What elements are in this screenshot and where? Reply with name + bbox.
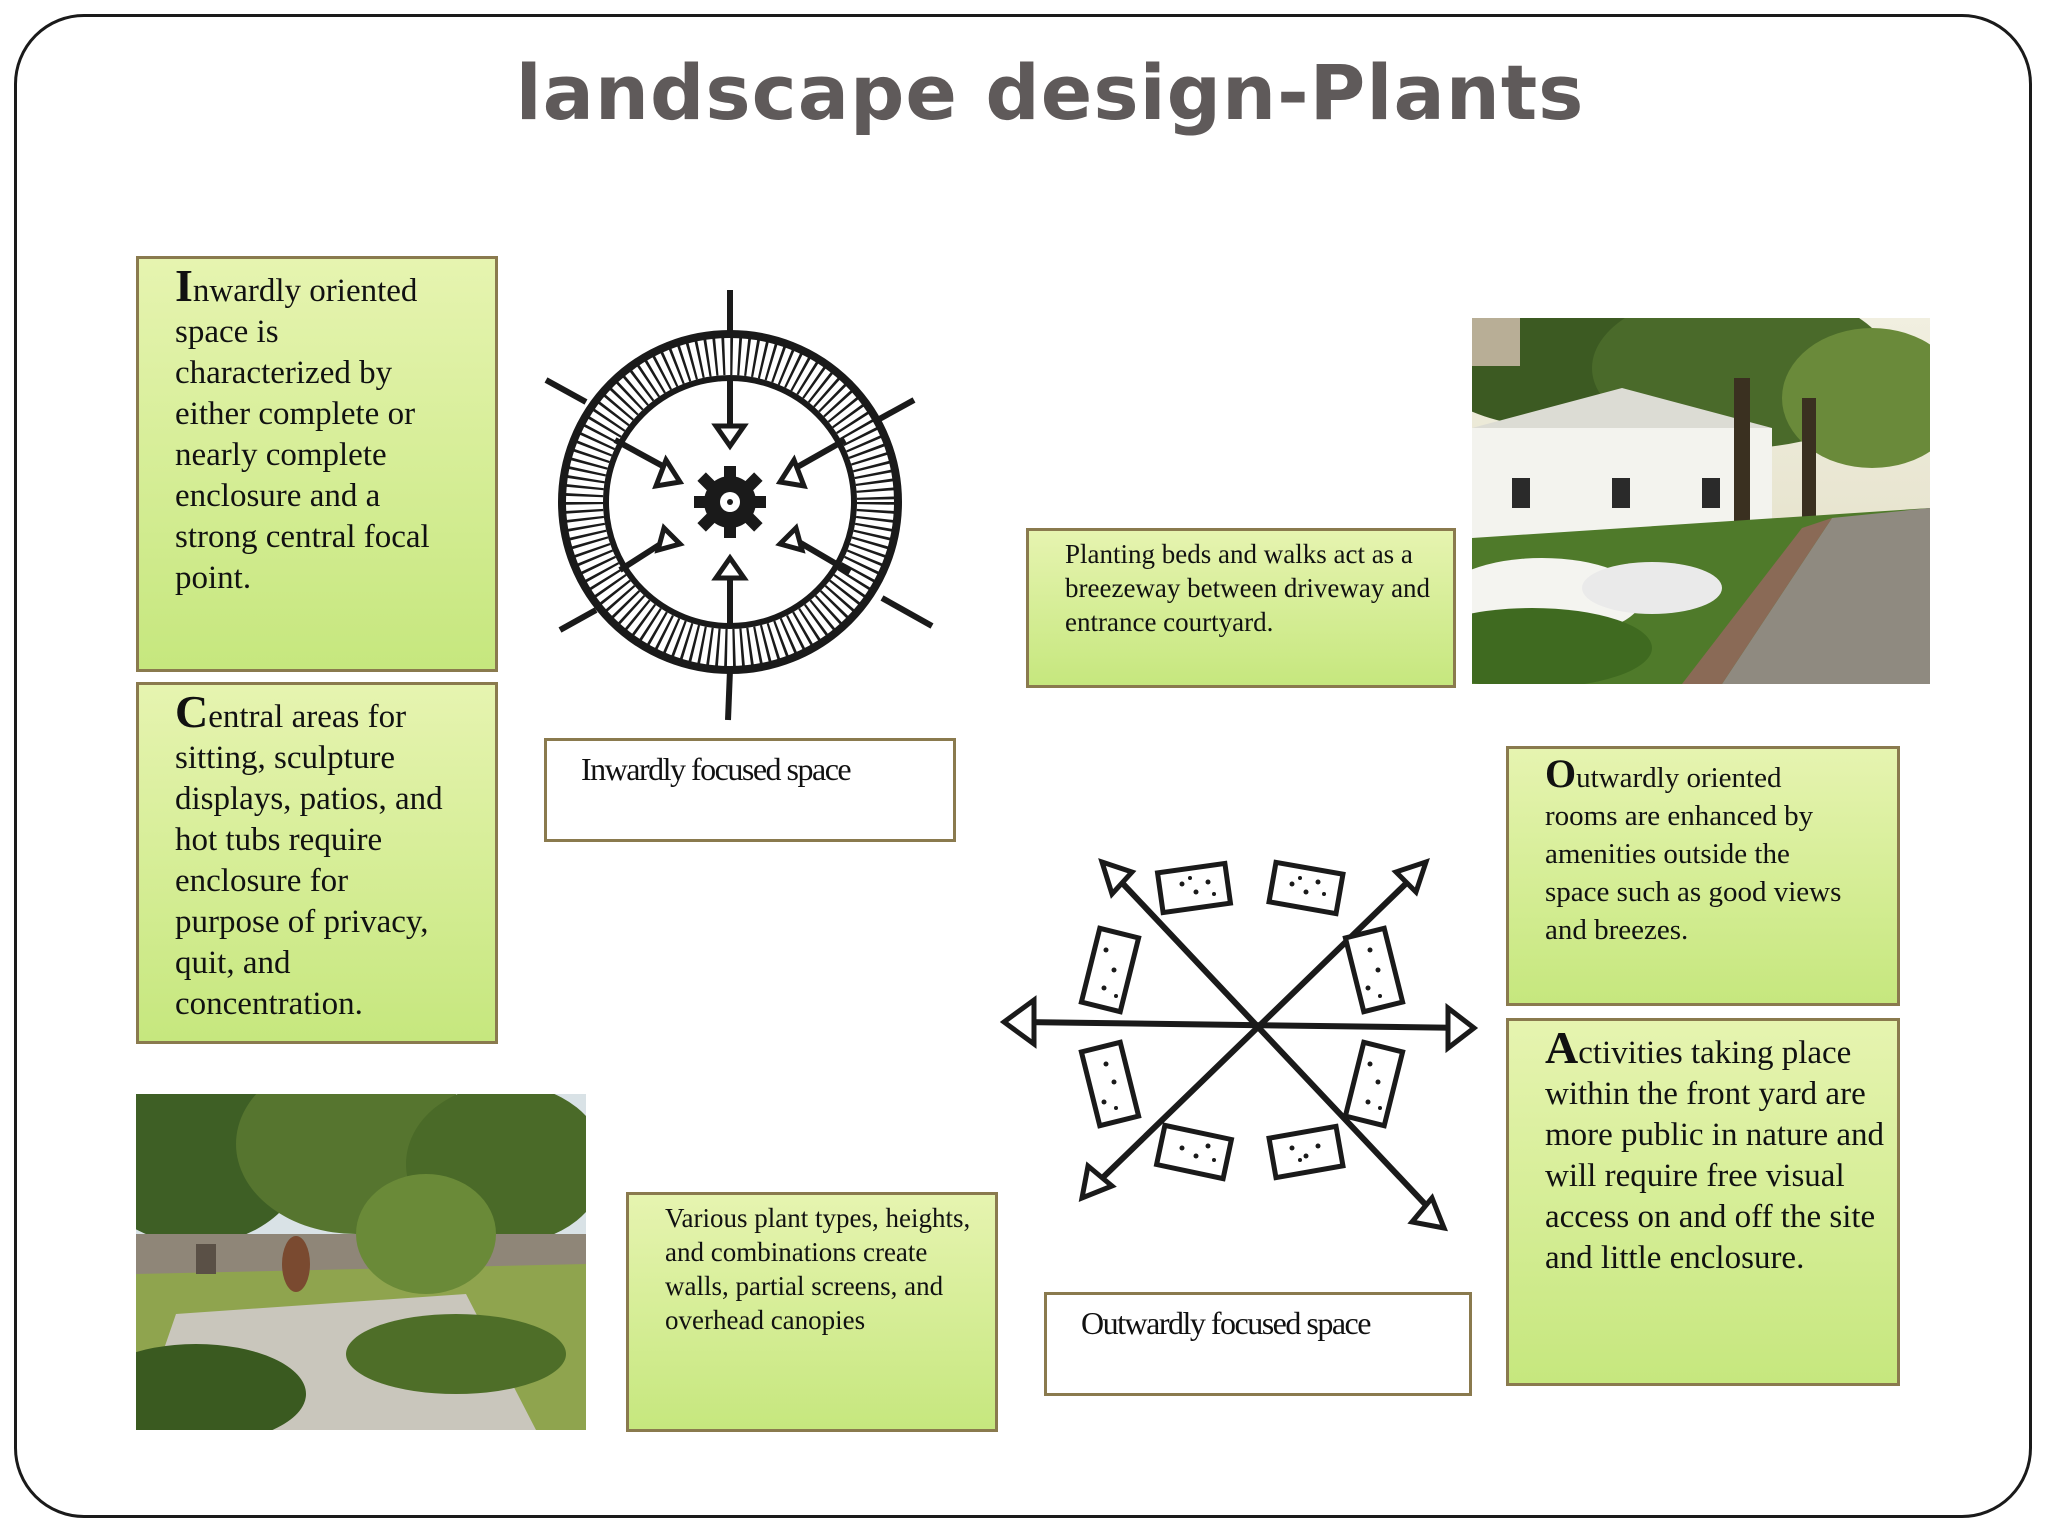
outward-caption-box: Outwardly focused space <box>1044 1292 1472 1396</box>
various-plants-box: Various plant types, heights, and combin… <box>626 1192 998 1432</box>
activities-dropcap: A <box>1545 1022 1579 1073</box>
garden-house-driveway-photo <box>1472 318 1930 684</box>
planting-beds-box: Planting beds and walks act as a breezew… <box>1026 528 1456 688</box>
central-dropcap: C <box>175 686 209 737</box>
outward-focus-diagram-icon <box>1000 858 1479 1232</box>
planting-beds-text: Planting beds and walks act as a breezew… <box>1065 539 1431 637</box>
outward-description-box: Outwardly oriented rooms are enhanced by… <box>1506 746 1900 1006</box>
backyard-patio-garden-photo <box>136 1094 586 1430</box>
inward-description-box: Inwardly oriented space is characterized… <box>136 256 498 672</box>
inward-caption-box: Inwardly focused space <box>544 738 956 842</box>
activities-text: ctivities taking place within the front … <box>1545 1035 1885 1276</box>
inward-description-text: nwardly oriented space is characterized … <box>175 273 430 596</box>
central-areas-box: Central areas for sitting, sculpture dis… <box>136 682 498 1044</box>
outward-caption-text: Outwardly focused space <box>1081 1305 1371 1341</box>
inward-dropcap: I <box>175 260 193 311</box>
slide-title: landscape design-Plants <box>515 48 1585 137</box>
outward-description-text: utwardly oriented rooms are enhanced by … <box>1545 762 1842 946</box>
inward-caption-text: Inwardly focused space <box>581 751 852 787</box>
central-areas-text: entral areas for sitting, sculpture disp… <box>175 699 443 1022</box>
inward-focus-diagram-icon <box>544 290 934 721</box>
various-plants-text: Various plant types, heights, and combin… <box>665 1203 971 1335</box>
outward-dropcap: O <box>1545 751 1577 796</box>
activities-box: Activities taking place within the front… <box>1506 1018 1900 1386</box>
